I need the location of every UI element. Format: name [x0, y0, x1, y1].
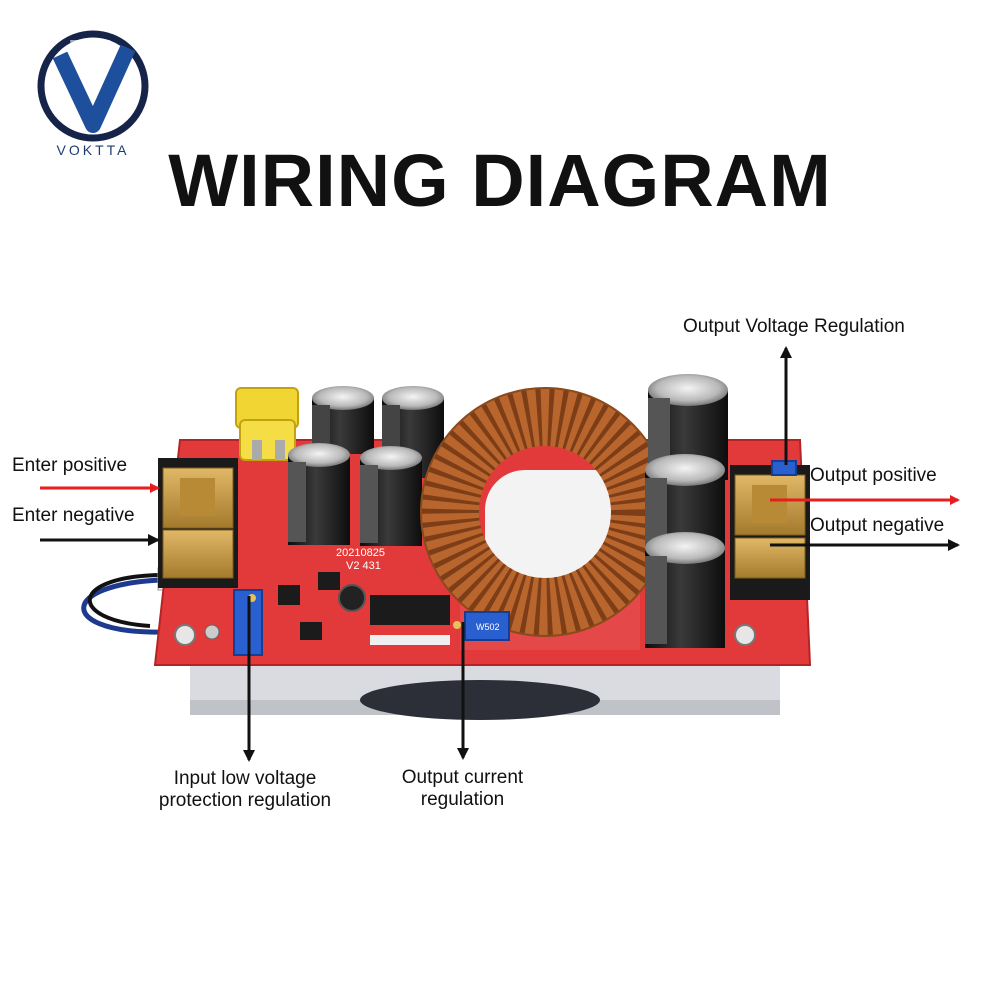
label-output-current-line2: regulation [420, 789, 505, 810]
logo-brand-text: VOKTTA [56, 142, 130, 158]
logo-ring [37, 30, 149, 142]
board-date-code: 20210825 [336, 547, 385, 559]
board-version: V2 431 [346, 560, 381, 572]
label-output-current-line1: Output current [401, 767, 524, 788]
input-capacitor [360, 446, 422, 546]
label-enter-negative: Enter negative [12, 505, 135, 526]
page-title: WIRING DIAGRAM [168, 139, 832, 222]
label-output-current: Output current regulation [380, 767, 545, 811]
label-enter-positive: Enter positive [12, 455, 128, 476]
fan [360, 680, 600, 720]
toroid-inductor [420, 387, 670, 637]
mount-hole [734, 624, 756, 646]
label-output-voltage-regulation: Output Voltage Regulation [683, 316, 905, 337]
voktta-logo [37, 30, 149, 142]
label-input-low-voltage: Input low voltage protection regulation [140, 768, 350, 812]
output-capacitor [645, 532, 725, 648]
pot-code: W502 [476, 622, 500, 632]
mount-hole [174, 624, 196, 646]
logo-v-mark [52, 44, 136, 133]
fuse [235, 387, 299, 461]
control-ic [370, 595, 450, 625]
input-terminal-block [158, 458, 238, 588]
label-input-low-voltage-line2: protection regulation [158, 790, 332, 811]
fan-wire-black [88, 573, 166, 628]
label-input-low-voltage-line1: Input low voltage [173, 768, 317, 789]
voltage-potentiometer [771, 460, 797, 476]
current-potentiometer [464, 611, 510, 641]
label-output-positive: Output positive [810, 465, 937, 486]
input-capacitor [288, 443, 350, 545]
label-output-negative: Output negative [810, 515, 945, 536]
output-terminal-block [730, 465, 810, 600]
